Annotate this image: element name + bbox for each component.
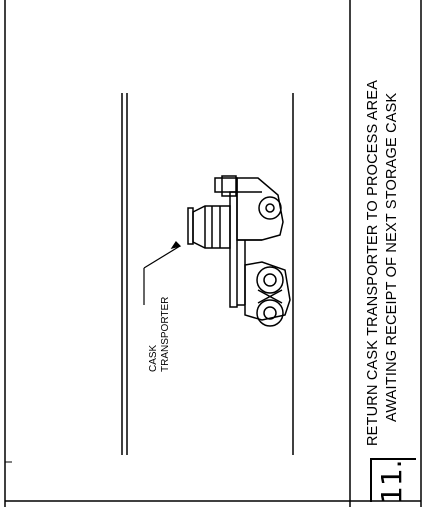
step-number: 11. [375, 459, 408, 504]
callout-leader [143, 241, 182, 305]
cask-transporter-icon [187, 175, 291, 327]
step-instruction-line2: AWAITING RECEIPT OF NEXT STORAGE CASK [384, 92, 400, 422]
step-instruction-line1: RETURN CASK TRANSPORTER TO PROCESS AREA [365, 79, 381, 446]
callout-label-line2: TRANSPORTER [160, 296, 171, 372]
callout-label-line1: CASK [148, 344, 159, 372]
step-number-box: 11. [370, 458, 416, 504]
